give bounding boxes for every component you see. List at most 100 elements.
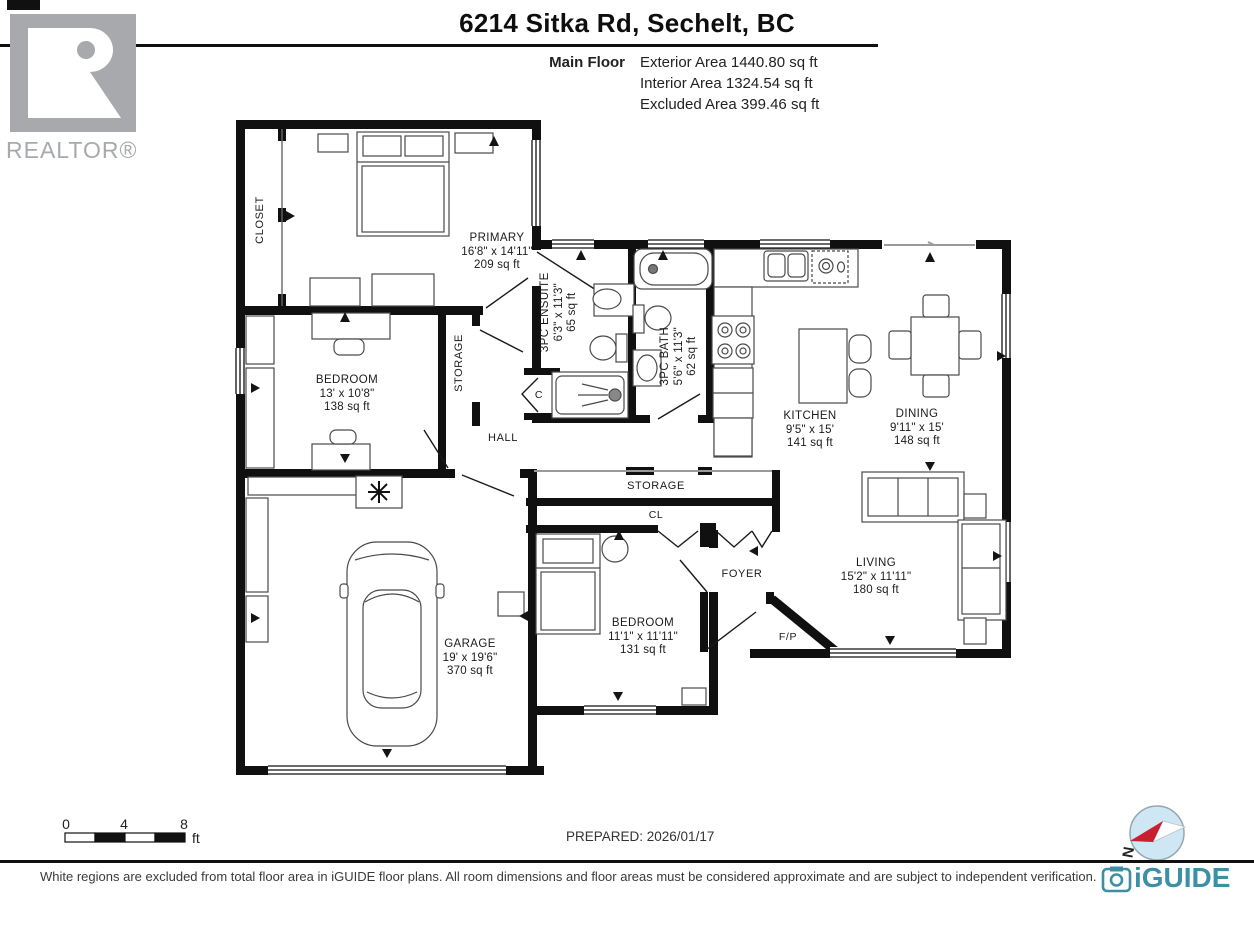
interior-area: Interior Area 1324.54 sq ft bbox=[640, 75, 813, 92]
scan-arrows bbox=[251, 136, 1006, 758]
bathtub bbox=[633, 248, 713, 290]
bifold-door-3 bbox=[751, 530, 773, 549]
round-table bbox=[601, 535, 629, 563]
room-label-kitchen: KITCHEN 9'5" x 15' 141 sq ft bbox=[783, 410, 837, 449]
scale-unit: ft bbox=[192, 830, 200, 846]
compass-icon: N bbox=[1118, 805, 1187, 861]
prepared-date: PREPARED: 2026/01/17 bbox=[566, 829, 715, 844]
side-table bbox=[963, 493, 987, 519]
kitchen-cabinet bbox=[713, 417, 753, 457]
kitchen-sink bbox=[763, 250, 809, 282]
room-label-primary: PRIMARY 16'8" x 14'11" 209 sq ft bbox=[461, 232, 533, 271]
bath-toilet bbox=[632, 304, 672, 334]
label-storage-vertical: STORAGE bbox=[453, 334, 465, 392]
bedroom-left-door bbox=[423, 429, 449, 469]
label-fireplace: F/P bbox=[778, 631, 798, 643]
garage-cabinet bbox=[497, 591, 525, 617]
room-label-ensuite: 3PC ENSUITE 6'3" x 11'3" 65 sq ft bbox=[538, 272, 578, 353]
desk bbox=[311, 312, 391, 340]
bifold-door-1 bbox=[657, 530, 699, 548]
bedroom-mid-door bbox=[679, 559, 708, 593]
cabinet bbox=[681, 687, 707, 706]
primary-bed bbox=[356, 131, 450, 237]
opening-dining-north bbox=[882, 238, 976, 251]
window-bedroom-mid-south bbox=[584, 704, 656, 717]
single-bed bbox=[535, 533, 601, 635]
stool bbox=[848, 368, 872, 398]
wardrobe bbox=[245, 315, 275, 365]
scale-bar bbox=[64, 832, 186, 843]
window-kitchen-north bbox=[760, 238, 830, 251]
stove bbox=[711, 315, 755, 365]
side-table bbox=[963, 617, 987, 645]
primary-door bbox=[485, 277, 529, 309]
nightstand bbox=[317, 133, 349, 153]
shower bbox=[551, 371, 629, 419]
label-closet: CLOSET bbox=[254, 196, 266, 244]
realtor-wordmark: REALTOR® bbox=[6, 137, 138, 163]
scale-tick-0: 0 bbox=[62, 816, 70, 832]
storage-door bbox=[479, 329, 524, 353]
furniture bbox=[245, 131, 1007, 747]
entry-door bbox=[705, 611, 757, 651]
label-foyer: FOYER bbox=[721, 568, 763, 580]
doors bbox=[281, 129, 773, 651]
garage-shelf bbox=[245, 497, 269, 593]
dining-table bbox=[888, 294, 982, 398]
scale-tick-4: 4 bbox=[120, 816, 128, 832]
footer-rule bbox=[0, 860, 1254, 863]
sectional-sofa bbox=[861, 471, 1007, 621]
compass-north-label: N bbox=[1118, 845, 1137, 859]
ensuite-vanity bbox=[592, 283, 635, 317]
scale-tick-8: 8 bbox=[180, 816, 188, 832]
wardrobe bbox=[245, 367, 275, 469]
room-label-living: LIVING 15'2" x 11'11" 180 sq ft bbox=[840, 557, 912, 596]
dresser bbox=[309, 277, 361, 307]
garage-door bbox=[268, 764, 506, 777]
disclaimer-text: White regions are excluded from total fl… bbox=[40, 869, 1097, 884]
ensuite-toilet bbox=[589, 333, 628, 363]
room-label-bath: 3PC BATH 5'6" x 11'3" 62 sq ft bbox=[658, 326, 698, 386]
window-primary-east bbox=[529, 140, 543, 226]
floor-label: Main Floor bbox=[549, 54, 625, 71]
room-label-dining: DINING 9'11" x 15' 148 sq ft bbox=[890, 408, 944, 447]
window-bath-north bbox=[648, 238, 704, 251]
stool bbox=[848, 334, 872, 364]
title-rule bbox=[0, 44, 878, 47]
realtor-logo-icon bbox=[10, 14, 136, 132]
excluded-area: Excluded Area 399.46 sq ft bbox=[640, 96, 820, 113]
window-living-south bbox=[830, 647, 956, 660]
garage-shelf bbox=[247, 476, 359, 496]
page-title: 6214 Sitka Rd, Sechelt, BC bbox=[459, 8, 795, 38]
corner-mark bbox=[7, 0, 40, 10]
label-closet-c: C bbox=[534, 389, 544, 401]
room-label-garage: GARAGE 19' x 19'6" 370 sq ft bbox=[442, 638, 498, 677]
window-dining-east bbox=[999, 294, 1013, 358]
chair bbox=[333, 338, 365, 356]
fireplace-diagonal-wall bbox=[769, 595, 841, 657]
closet-c-door bbox=[521, 377, 539, 413]
room-label-bedroom-mid: BEDROOM 11'1" x 11'11" 131 sq ft bbox=[608, 617, 678, 656]
garage-door-interior bbox=[461, 474, 515, 497]
kitchen-island bbox=[798, 328, 848, 404]
label-storage-horizontal: STORAGE bbox=[627, 480, 685, 492]
bath-sink bbox=[632, 349, 662, 387]
windows bbox=[234, 140, 1013, 777]
bath-door bbox=[657, 393, 701, 420]
furnace bbox=[355, 475, 403, 509]
car bbox=[339, 541, 445, 747]
exterior-area: Exterior Area 1440.80 sq ft bbox=[640, 54, 818, 71]
dresser bbox=[371, 273, 435, 307]
label-hall: HALL bbox=[488, 432, 518, 444]
window-ensuite-north bbox=[552, 238, 594, 251]
label-closet-cl: CL bbox=[648, 509, 664, 521]
dishwasher bbox=[811, 250, 849, 284]
fridge bbox=[712, 367, 754, 419]
iguide-wordmark: iGUIDE bbox=[1134, 862, 1231, 893]
bifold-door-2 bbox=[715, 530, 753, 548]
window-bedroom-left-west bbox=[234, 348, 247, 394]
desk bbox=[311, 443, 371, 471]
ensuite-door bbox=[536, 251, 597, 291]
